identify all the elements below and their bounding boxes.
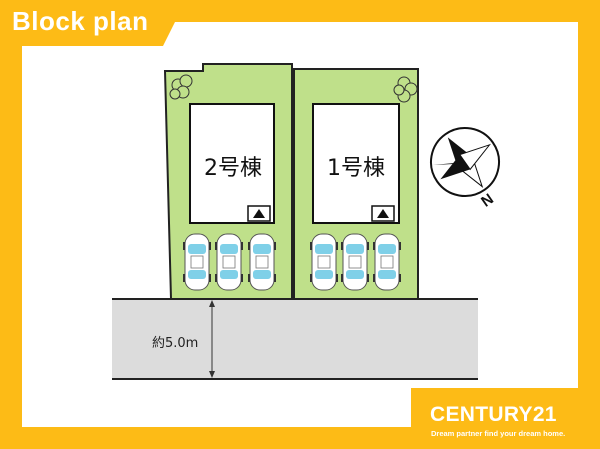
up-arrow-icon [371,205,395,222]
car-icon [215,233,243,291]
brand-tagline: Dream partner find your dream home. [431,429,566,438]
road [112,299,478,379]
building-2-label: 2号棟 [204,156,262,181]
car-icon [183,233,211,291]
car-icon [341,233,369,291]
car-icon [310,233,338,291]
building-1-label: 1号棟 [327,156,385,181]
building-2-footprint [189,103,275,224]
page-title: Block plan [12,6,149,36]
tree-icon [169,74,193,100]
building-1-footprint [312,103,400,224]
up-arrow-icon [247,205,271,222]
road-width-label: 約5.0m [152,336,199,351]
brand-logo-text: CENTURY21 [430,403,557,426]
compass-icon [430,127,500,197]
car-icon [373,233,401,291]
car-icon [248,233,276,291]
tree-icon [393,76,418,103]
